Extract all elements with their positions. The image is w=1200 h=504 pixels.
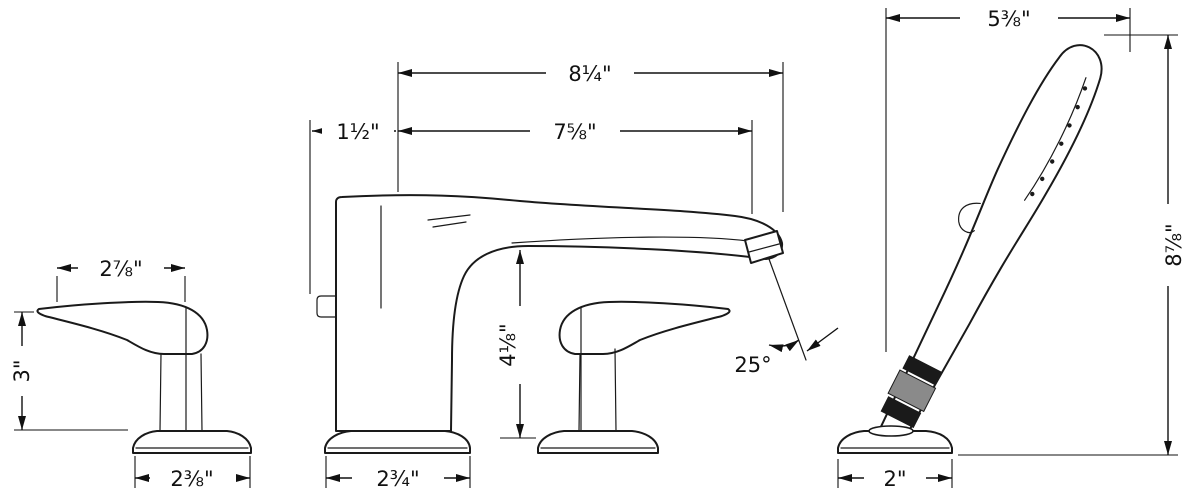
dim-handle-base-width: 2⅜" [134,456,251,492]
dim-spout-overall-reach: 8¼" [397,59,784,212]
dim-handshower-height-label: 8⅞" [1162,223,1186,266]
handshower-collar [868,425,914,437]
handshower-clip-hook [958,202,981,234]
spout-side-port [316,295,337,318]
handshower-wand-group [877,44,1103,445]
hose-band-upper [902,355,943,386]
handshower-face-line [1024,77,1087,201]
dim-shower-base-width: 2" [837,459,953,492]
dim-handle-height-label: 3" [10,359,34,382]
left-handle-drawing [36,300,252,454]
right-handle-neck [578,348,617,432]
dim-spout-base-width: 2¾" [325,456,471,492]
handshower-drawing [837,44,1103,454]
dim-spout-overall-reach-label: 8¼" [568,62,611,86]
dim-handshower-height: 8⅞" [958,34,1196,456]
right-handle-lever [558,300,731,355]
spout-outlet-line [748,243,780,253]
dim-shower-base-width-label: 2" [883,467,906,491]
left-handle-lever [36,300,209,355]
dim-handle-length-label: 2⅞" [99,257,142,281]
dim-spray-angle: 25° [724,258,839,378]
left-handle-base [132,430,252,454]
dim-handle-base-width-label: 2⅜" [170,467,213,491]
dim-spout-offset-label: 1½" [336,120,379,144]
dim-spout-offset: 1½" [309,117,396,294]
tub-spout-drawing [316,194,784,454]
spout-outlet [744,230,784,264]
dim-spray-angle-label: 25° [734,353,771,377]
hose-band-lower [880,396,922,429]
left-handle-neck [159,353,203,432]
dim-spout-base-width-label: 2¾" [376,467,419,491]
spray-direction-line [768,258,807,361]
handshower-spray-nozzles [1030,86,1088,197]
right-handle-base [537,430,659,454]
spout-top-detail [427,214,471,228]
right-handle-drawing [537,300,731,454]
spout-body [335,194,784,432]
dim-handle-height: 3" [6,311,128,431]
dim-shower-head-width-label: 5⅜" [987,7,1030,31]
dim-spout-reach-label: 7⅝" [553,120,596,144]
hose-band-middle [887,369,937,413]
spout-base [324,430,471,454]
dim-spout-reach: 7⅝" [398,117,753,214]
spout-underside-line [511,236,749,244]
dim-spout-height-label: 4⅛" [496,323,520,366]
dim-handle-length: 2⅞" [56,254,186,302]
handshower-wand [877,44,1103,445]
dim-shower-head-width: 5⅜" [885,4,1131,352]
dim-spout-height: 4⅛" [493,250,536,439]
